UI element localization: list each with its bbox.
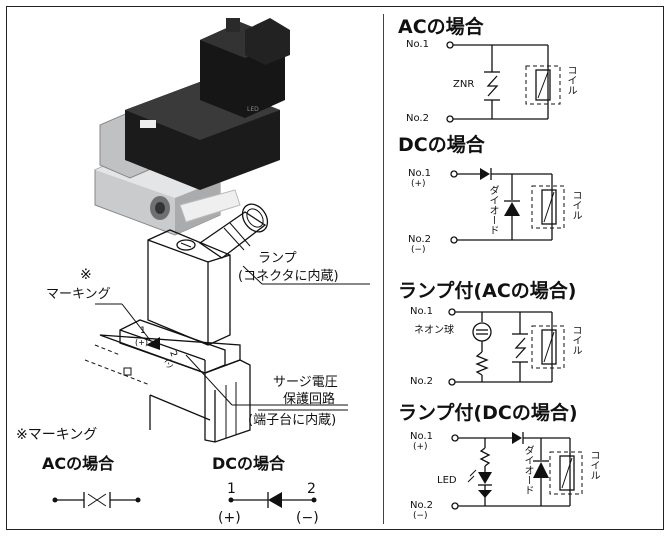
circuit-dc-no1: No.1 bbox=[408, 168, 431, 179]
drawing-terminal-2-sign: (-) bbox=[163, 358, 175, 370]
circuit-ac-title: ACの場合 bbox=[398, 16, 484, 38]
circuit-dc-diode-label: ダイオード bbox=[487, 185, 498, 235]
marking-dc-title: DCの場合 bbox=[212, 454, 286, 473]
circuit-lamp-ac-no1: No.1 bbox=[410, 306, 433, 317]
valve-connector-screw bbox=[226, 18, 240, 32]
drawing-marking-note: ※ bbox=[80, 267, 92, 283]
leader-lamp bbox=[242, 265, 263, 285]
drawing-surge-label-1: サージ電圧 bbox=[273, 375, 338, 390]
circuit-ac-no1: No.1 bbox=[406, 39, 429, 50]
marking-dc-pin2-sign: (−) bbox=[296, 510, 319, 526]
circuit-lamp-dc-no1-sign: (+) bbox=[413, 442, 428, 452]
circuit-lamp-ac-no2: No.2 bbox=[410, 376, 433, 387]
marking-section-title: ※マーキング bbox=[16, 427, 98, 443]
marking-dc-pin1-sign: (+) bbox=[218, 510, 241, 526]
drawing-marking-label: マーキング bbox=[46, 287, 111, 302]
drawing-surge-label-3: (端子台に内蔵) bbox=[248, 413, 337, 428]
valve-port-hole bbox=[155, 202, 165, 214]
leader-surge bbox=[185, 354, 233, 406]
circuit-lamp-ac-coil: コイル bbox=[570, 325, 581, 355]
circuit-lamp-dc-diode-label: ダイオード bbox=[522, 445, 533, 495]
circuit-lamp-dc-no2: No.2 bbox=[410, 500, 433, 511]
marking-ac-symbol bbox=[52, 492, 141, 508]
circuit-dc-title: DCの場合 bbox=[398, 134, 485, 156]
drawing-lamp-sub: (コネクタに内蔵) bbox=[238, 269, 339, 284]
circuit-lamp-ac-title: ランプ付(ACの場合) bbox=[398, 280, 577, 302]
figure-frame bbox=[6, 6, 664, 530]
drawing-lamp-label: ランプ bbox=[258, 251, 297, 266]
circuit-ac-no2: No.2 bbox=[406, 113, 429, 124]
circuit-dc-no2: No.2 bbox=[408, 234, 431, 245]
circuit-lamp-dc-coil: コイル bbox=[588, 450, 599, 480]
marking-dc-pin1: 1 bbox=[227, 481, 236, 497]
circuit-dc-no2-sign: (−) bbox=[411, 245, 426, 255]
marking-ac-title: ACの場合 bbox=[42, 454, 115, 473]
circuit-lamp-dc-title: ランプ付(DCの場合) bbox=[398, 402, 578, 424]
drawing-lower-body bbox=[204, 359, 251, 443]
marking-dc-symbol bbox=[228, 492, 317, 508]
drawing-marking-triangle bbox=[146, 337, 160, 350]
circuit-ac-coil: コイル bbox=[565, 65, 576, 95]
drawing-lamp-cap bbox=[198, 211, 267, 259]
circuit-lamp-dc-led: LED bbox=[437, 475, 457, 486]
column-divider bbox=[383, 14, 384, 524]
drawing-surge-label-2: 保護回路 bbox=[283, 392, 336, 407]
circuit-dc-coil: コイル bbox=[570, 190, 581, 220]
valve-cable-gland bbox=[245, 18, 290, 65]
marking-dc-pin2: 2 bbox=[307, 481, 316, 497]
drawing-screw bbox=[176, 239, 196, 251]
circuit-lamp-ac-neon: ネオン球 bbox=[414, 325, 454, 336]
circuit-lamp-dc-no2-sign: (−) bbox=[413, 511, 428, 521]
photo-led-mark: LED bbox=[247, 106, 259, 113]
circuit-lamp-dc-no1: No.1 bbox=[410, 431, 433, 442]
circuit-dc-no1-sign: (+) bbox=[411, 179, 426, 189]
drawing-connector-box bbox=[147, 229, 231, 346]
circuit-ac-znr: ZNR bbox=[453, 79, 475, 90]
drawing-terminal-1-sign: (+) bbox=[135, 338, 148, 347]
drawing-terminal-2: 2 bbox=[167, 350, 178, 359]
valve-tab bbox=[179, 189, 241, 223]
valve-label-plate bbox=[140, 120, 156, 128]
